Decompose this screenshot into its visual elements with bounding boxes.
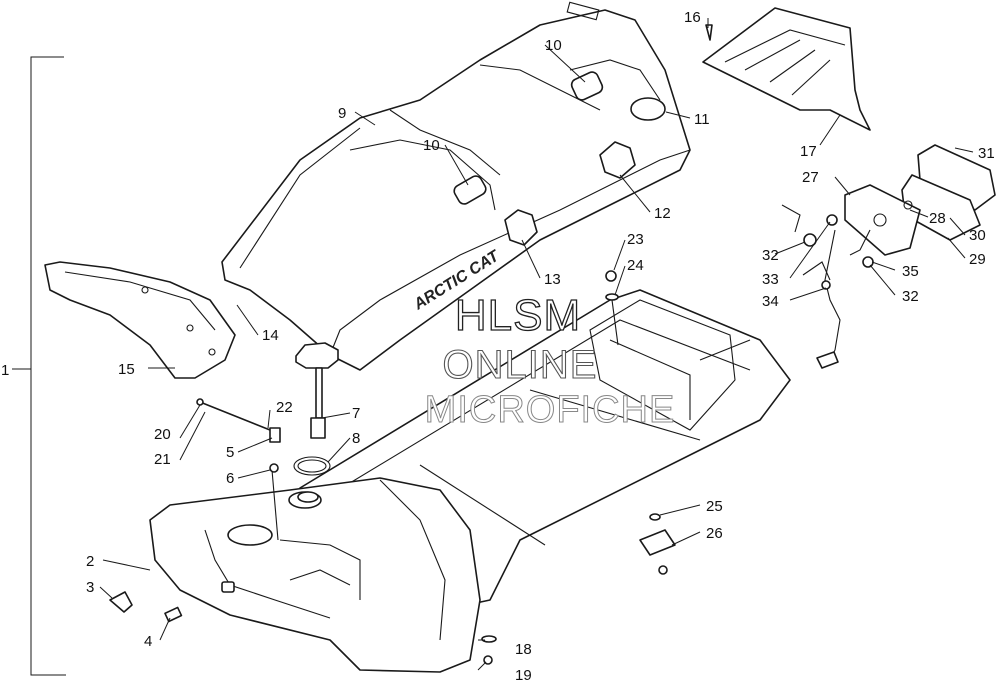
callout-26: 26 xyxy=(706,525,723,542)
callout-10a: 10 xyxy=(545,37,562,54)
watermark: HLSM ONLINE MICROFICHE xyxy=(424,290,676,431)
fuel-gauge-sender xyxy=(293,342,339,476)
callout-10b: 10 xyxy=(423,137,440,154)
storage-tray xyxy=(702,7,871,131)
callout-28: 28 xyxy=(929,210,946,227)
callout-32a: 32 xyxy=(762,247,779,264)
seat-hardware xyxy=(504,97,666,246)
callout-4: 4 xyxy=(144,633,152,650)
callout-33: 33 xyxy=(762,271,779,288)
callout-32b: 32 xyxy=(902,288,919,305)
callout-16: 16 xyxy=(684,9,701,26)
callout-13: 13 xyxy=(544,271,561,288)
watermark-line-2: ONLINE xyxy=(443,343,598,387)
callout-9: 9 xyxy=(338,105,346,122)
callout-12: 12 xyxy=(654,205,671,222)
callout-22: 22 xyxy=(276,399,293,416)
callout-8: 8 xyxy=(352,430,360,447)
rear-fender-panel xyxy=(44,261,236,379)
callout-2: 2 xyxy=(86,553,94,570)
watermark-line-3: MICROFICHE xyxy=(425,389,676,431)
leader-lines xyxy=(99,18,974,671)
assembly-bracket xyxy=(12,56,66,676)
callout-17: 17 xyxy=(800,143,817,160)
callout-11: 11 xyxy=(694,111,710,128)
callout-1: 1 xyxy=(1,362,9,379)
callout-29: 29 xyxy=(969,251,986,268)
callout-31: 31 xyxy=(978,145,995,162)
callout-35: 35 xyxy=(902,263,919,280)
callout-25: 25 xyxy=(706,498,723,515)
callout-14: 14 xyxy=(262,327,279,344)
callout-7: 7 xyxy=(352,405,360,422)
gas-tank xyxy=(149,469,481,673)
callout-23: 23 xyxy=(627,231,644,248)
callout-27: 27 xyxy=(802,169,819,186)
vent-tube-assembly xyxy=(196,398,281,473)
callout-20: 20 xyxy=(154,426,171,443)
taillight-assembly xyxy=(803,144,996,369)
callout-21: 21 xyxy=(154,451,171,468)
callout-18: 18 xyxy=(515,641,532,658)
callout-6: 6 xyxy=(226,470,234,487)
fastener-hardware xyxy=(109,24,831,665)
callout-30: 30 xyxy=(969,227,986,244)
callout-labels: 1 2 3 4 5 6 7 8 9 10 10 11 12 13 14 15 1… xyxy=(1,9,995,684)
callout-3: 3 xyxy=(86,579,94,596)
callout-19: 19 xyxy=(515,667,532,684)
callout-34: 34 xyxy=(762,293,779,310)
callout-24: 24 xyxy=(627,257,644,274)
callout-15: 15 xyxy=(118,361,135,378)
callout-5: 5 xyxy=(226,444,234,461)
watermark-line-1: HLSM xyxy=(455,291,581,340)
